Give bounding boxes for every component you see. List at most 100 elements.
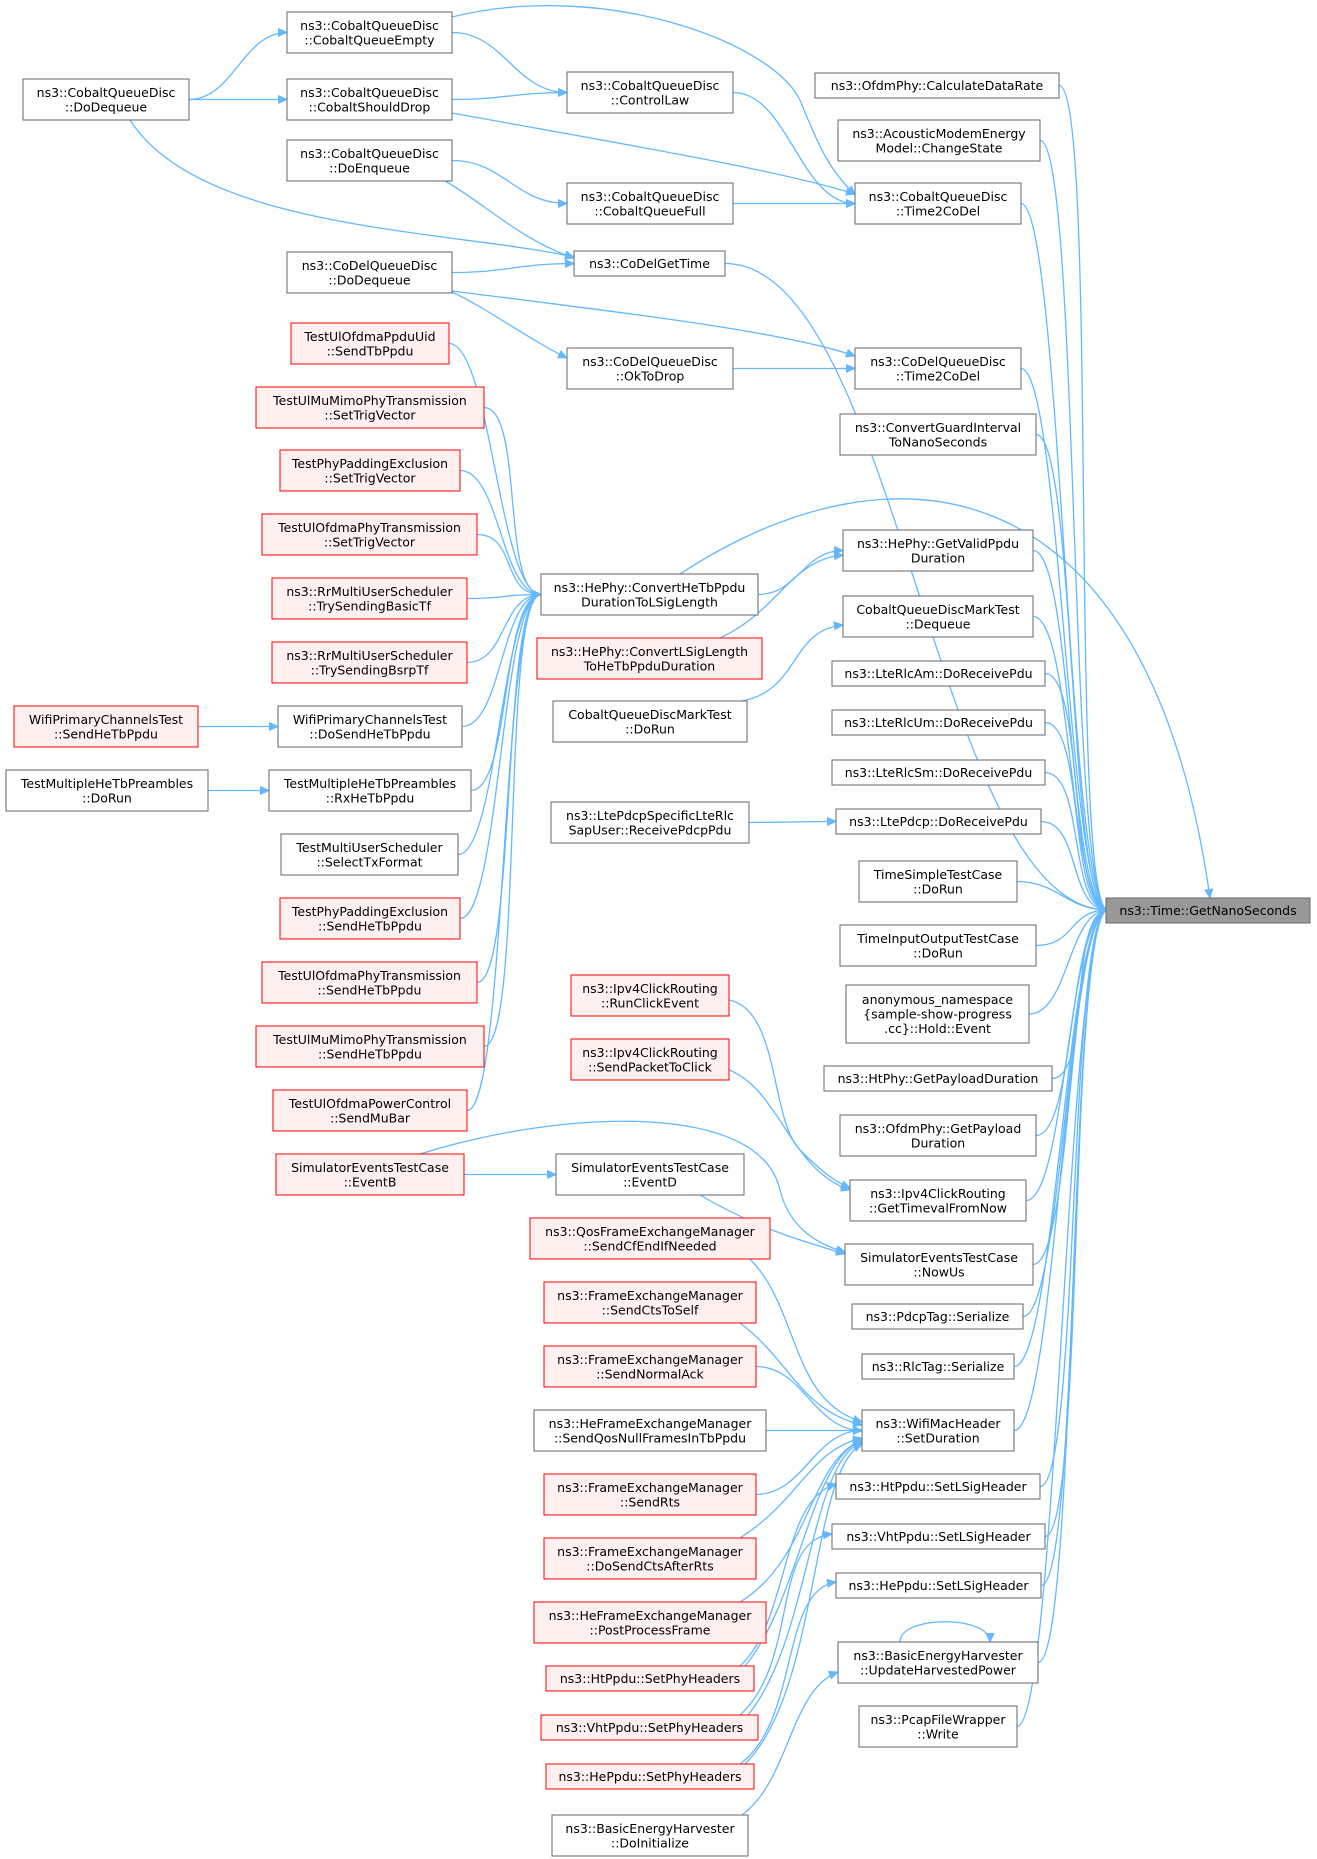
node-ipv4_gettimeval[interactable]: ns3::Ipv4ClickRouting::GetTimevalFromNow: [849, 1179, 1027, 1222]
node-wifiprim_dosend[interactable]: WifiPrimaryChannelsTest::DoSendHeTbPpdu: [277, 705, 463, 748]
node-cobaltmark_dequeue[interactable]: CobaltQueueDiscMarkTest::Dequeue: [842, 595, 1034, 638]
node-pcap_write[interactable]: ns3::PcapFileWrapper::Write: [858, 1705, 1018, 1748]
node-lte_pdcpuser[interactable]: ns3::LtePdcpSpecificLteRlcSapUser::Recei…: [550, 801, 750, 844]
node-timesimple[interactable]: TimeSimpleTestCase::DoRun: [858, 860, 1018, 903]
node-codel_gettime[interactable]: ns3::CoDelGetTime: [573, 250, 726, 277]
node-ipv4_sendpkt[interactable]: ns3::Ipv4ClickRouting::SendPacketToClick: [570, 1038, 730, 1081]
node-hefem_postprocess[interactable]: ns3::HeFrameExchangeManager::PostProcess…: [533, 1601, 767, 1644]
node-wifiprim_send[interactable]: WifiPrimaryChannelsTest::SendHeTbPpdu: [13, 705, 199, 748]
node-htppdu_setlsig[interactable]: ns3::HtPpdu::SetLSigHeader: [835, 1473, 1041, 1500]
node-hephy_convertlsig[interactable]: ns3::HePhy::ConvertLSigLengthToHeTbPpduD…: [536, 637, 763, 680]
node-cq_time2codel[interactable]: ns3::CobaltQueueDisc::Time2CoDel: [854, 182, 1022, 225]
node-codel_dequeue[interactable]: ns3::CoDelQueueDisc::DoDequeue: [286, 251, 453, 294]
node-hephy_converthetb[interactable]: ns3::HePhy::ConvertHeTbPpduDurationToLSi…: [540, 573, 759, 616]
node-anon_hold[interactable]: anonymous_namespace{sample-show-progress…: [845, 984, 1030, 1044]
node-codel_oktodrop[interactable]: ns3::CoDelQueueDisc::OkToDrop: [566, 347, 734, 390]
node-box-wifiprim_send: [13, 705, 199, 748]
node-label-cobaltmark_dorun-line-0: CobaltQueueDiscMarkTest: [568, 707, 731, 722]
node-cq_dequeue[interactable]: ns3::CobaltQueueDisc::DoDequeue: [22, 78, 190, 121]
node-box-vhtppdu_setphy: [540, 1714, 759, 1741]
node-box-anon_hold: [845, 984, 1030, 1044]
node-lte_pdcp_recv[interactable]: ns3::LtePdcp::DoReceivePdu: [835, 808, 1042, 835]
node-fem_sendcts[interactable]: ns3::FrameExchangeManager::SendCtsToSelf: [543, 1281, 757, 1324]
node-lte_rlcum[interactable]: ns3::LteRlcUm::DoReceivePdu: [831, 709, 1046, 736]
edge-codel_dequeue-to-codel_oktodrop: [451, 291, 567, 359]
edge-anon_hold-to-time_getns: [1028, 910, 1108, 1015]
node-cq_full[interactable]: ns3::CobaltQueueDisc::CobaltQueueFull: [566, 182, 734, 225]
node-fem_dosendcts[interactable]: ns3::FrameExchangeManager::DoSendCtsAfte…: [543, 1537, 757, 1580]
node-label-anon_hold-line-0: anonymous_namespace: [862, 992, 1013, 1007]
node-hefem_qosnull[interactable]: ns3::HeFrameExchangeManager::SendQosNull…: [533, 1409, 767, 1452]
node-label-wifiprim_dosend-line-1: ::DoSendHeTbPpdu: [309, 726, 430, 741]
node-cq_shoulddrop[interactable]: ns3::CobaltQueueDisc::CobaltShouldDrop: [286, 78, 453, 121]
node-label-lte_pdcp_recv-line-0: ns3::LtePdcp::DoReceivePdu: [849, 814, 1028, 829]
node-box-cq_full: [566, 182, 734, 225]
node-cq_enqueue[interactable]: ns3::CobaltQueueDisc::DoEnqueue: [286, 139, 453, 182]
node-htphy_payload[interactable]: ns3::HtPhy::GetPayloadDuration: [823, 1065, 1053, 1092]
node-rr_basictf[interactable]: ns3::RrMultiUserScheduler::TrySendingBas…: [271, 577, 468, 620]
node-label-codel_dequeue-line-0: ns3::CoDelQueueDisc: [302, 258, 438, 273]
node-tuofdma_trig[interactable]: TestUlOfdmaPhyTransmission::SetTrigVecto…: [261, 513, 478, 556]
node-tpad_trig[interactable]: TestPhyPaddingExclusion::SetTrigVector: [279, 449, 461, 492]
node-vhtppdu_setphy[interactable]: ns3::VhtPpdu::SetPhyHeaders: [540, 1714, 759, 1741]
node-label-cq_enqueue-line-0: ns3::CobaltQueueDisc: [300, 146, 439, 161]
node-label-cq_controllaw-line-1: ::ControlLaw: [611, 92, 689, 107]
node-beh_doinit[interactable]: ns3::BasicEnergyHarvester::DoInitialize: [551, 1814, 749, 1857]
node-box-codel_dequeue: [286, 251, 453, 294]
node-box-fem_dosendcts: [543, 1537, 757, 1580]
node-lte_rlcam[interactable]: ns3::LteRlcAm::DoReceivePdu: [831, 660, 1046, 687]
node-ipv4_runclick[interactable]: ns3::Ipv4ClickRouting::RunClickEvent: [570, 974, 730, 1017]
node-box-fem_sendrts: [543, 1473, 757, 1516]
node-rr_bsrptf[interactable]: ns3::RrMultiUserScheduler::TrySendingBsr…: [271, 641, 468, 684]
node-label-cq_time2codel-line-1: ::Time2CoDel: [896, 203, 980, 218]
node-htppdu_setphy[interactable]: ns3::HtPpdu::SetPhyHeaders: [545, 1665, 755, 1692]
node-wifimac_setdur[interactable]: ns3::WifiMacHeader::SetDuration: [861, 1409, 1015, 1452]
node-qos_sendcf[interactable]: ns3::QosFrameExchangeManager::SendCfEndI…: [529, 1217, 771, 1260]
node-box-heppdu_setphy: [545, 1763, 755, 1790]
node-acoustic[interactable]: ns3::AcousticModemEnergyModel::ChangeSta…: [837, 119, 1041, 162]
node-vhtppdu_setlsig[interactable]: ns3::VhtPpdu::SetLSigHeader: [831, 1523, 1046, 1550]
node-tmus_select[interactable]: TestMultiUserScheduler::SelectTxFormat: [280, 833, 459, 876]
node-label-rr_basictf-line-0: ns3::RrMultiUserScheduler: [286, 584, 453, 599]
node-ofdm_calcrate[interactable]: ns3::OfdmPhy::CalculateDataRate: [814, 72, 1060, 99]
node-codel_time2codel[interactable]: ns3::CoDelQueueDisc::Time2CoDel: [854, 347, 1022, 390]
node-tumimo_trig[interactable]: TestUlMuMimoPhyTransmission::SetTrigVect…: [255, 386, 485, 429]
node-label-qos_sendcf-line-0: ns3::QosFrameExchangeManager: [545, 1224, 755, 1239]
edge-fem_sendrts-to-wifimac_setdur: [755, 1431, 862, 1496]
node-sim_eventd[interactable]: SimulatorEventsTestCase::EventD: [555, 1153, 745, 1196]
node-tmhe_rx[interactable]: TestMultipleHeTbPreambles::RxHeTbPpdu: [268, 769, 472, 812]
edge-htppdu_setlsig-to-time_getns: [1039, 910, 1108, 1488]
node-sim_eventb[interactable]: SimulatorEventsTestCase::EventB: [275, 1153, 465, 1196]
node-tuofdma_power[interactable]: TestUlOfdmaPowerControl::SendMuBar: [272, 1089, 468, 1132]
edge-ipv4_runclick-to-ipv4_gettimeval: [728, 999, 850, 1188]
node-lte_rlcsm[interactable]: ns3::LteRlcSm::DoReceivePdu: [831, 759, 1046, 786]
node-box-time_getns: [1105, 897, 1311, 924]
node-heppdu_setlsig[interactable]: ns3::HePpdu::SetLSigHeader: [835, 1572, 1042, 1599]
node-ofdm_payload[interactable]: ns3::OfdmPhy::GetPayloadDuration: [839, 1114, 1037, 1157]
node-fem_sendrts[interactable]: ns3::FrameExchangeManager::SendRts: [543, 1473, 757, 1516]
node-fem_sendack[interactable]: ns3::FrameExchangeManager::SendNormalAck: [543, 1345, 757, 1388]
node-cobaltmark_dorun[interactable]: CobaltQueueDiscMarkTest::DoRun: [552, 700, 748, 743]
node-label-cq_empty-line-1: ::CobaltQueueEmpty: [304, 32, 435, 47]
node-heppdu_setphy[interactable]: ns3::HePpdu::SetPhyHeaders: [545, 1763, 755, 1790]
node-pdcptag[interactable]: ns3::PdcpTag::Serialize: [851, 1303, 1024, 1330]
node-cq_empty[interactable]: ns3::CobaltQueueDisc::CobaltQueueEmpty: [286, 11, 453, 54]
node-cq_controllaw[interactable]: ns3::CobaltQueueDisc::ControlLaw: [566, 71, 734, 114]
node-tuofdma_uid[interactable]: TestUlOfdmaPpduUid::SendTbPpdu: [290, 322, 450, 365]
node-tpad_send[interactable]: TestPhyPaddingExclusion::SendHeTbPpdu: [279, 897, 461, 940]
node-sim_nowus[interactable]: SimulatorEventsTestCase::NowUs: [844, 1243, 1034, 1286]
node-label-ipv4_runclick-line-0: ns3::Ipv4ClickRouting: [582, 981, 718, 996]
edge-hephy_converthetb-to-time_getns: [679, 498, 1210, 898]
node-tumimo_send[interactable]: TestUlMuMimoPhyTransmission::SendHeTbPpd…: [255, 1025, 485, 1068]
node-label-ipv4_sendpkt-line-0: ns3::Ipv4ClickRouting: [582, 1045, 718, 1060]
node-label-rr_bsrptf-line-1: ::TrySendingBsrpTf: [311, 662, 429, 677]
node-timeinout[interactable]: TimeInputOutputTestCase::DoRun: [839, 924, 1037, 967]
edge-tuofdma_trig-to-hephy_converthetb: [476, 533, 541, 595]
node-beh_update[interactable]: ns3::BasicEnergyHarvester::UpdateHarvest…: [837, 1641, 1039, 1684]
node-tuofdma_send[interactable]: TestUlOfdmaPhyTransmission::SendHeTbPpdu: [261, 961, 478, 1004]
node-rlctag[interactable]: ns3::RlcTag::Serialize: [861, 1353, 1015, 1380]
node-tmhe_dorun[interactable]: TestMultipleHeTbPreambles::DoRun: [5, 769, 209, 812]
node-label-anon_hold-line-1: {sample-show-progress: [863, 1007, 1012, 1022]
